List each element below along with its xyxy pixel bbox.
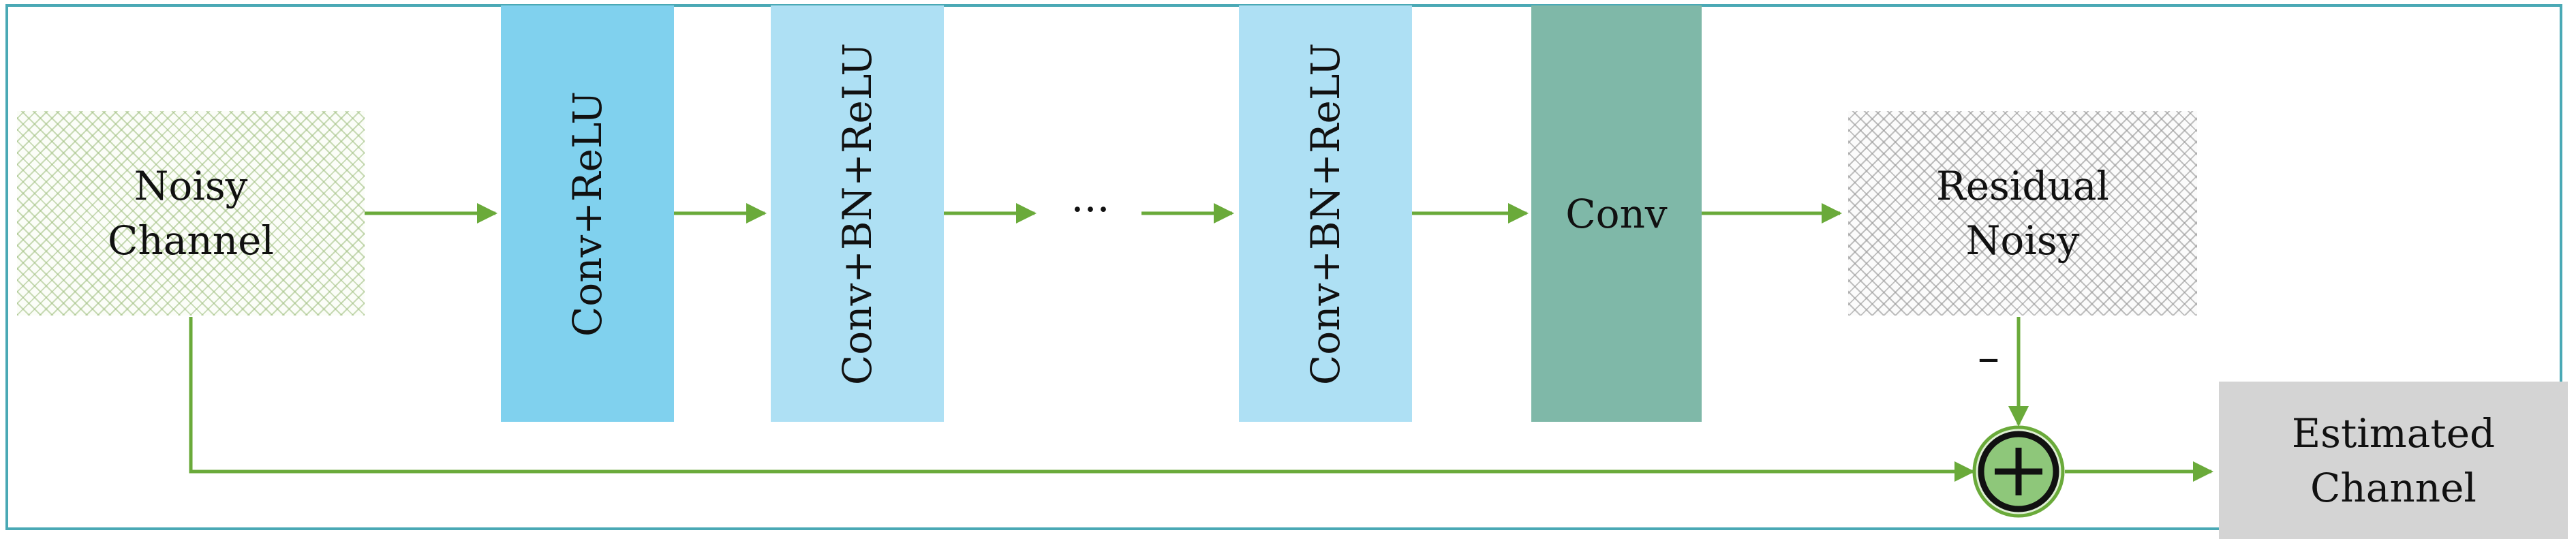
ellipsis: ··· [1071,186,1110,234]
noisy-channel-label-line1: Noisy [134,163,248,209]
residual-noisy-label-line2: Noisy [1965,217,2080,264]
conv-label: Conv [1565,190,1668,237]
conv-bn-relu-layer-2: Conv+BN+ReLU [1239,5,1412,422]
conv-relu-layer: Conv+ReLU [501,5,674,422]
estimated-channel-label-line1: Estimated [2291,410,2496,457]
estimated-channel-output: Estimated Channel [2219,382,2568,539]
noisy-channel-label-line2: Channel [108,217,274,264]
adder-icon [1972,425,2065,518]
minus-sign: – [1978,333,1999,383]
residual-noisy-box: Residual Noisy [1848,111,2197,315]
conv-bn-relu-label-2: Conv+BN+ReLU [1302,42,1349,385]
noisy-channel-input: Noisy Channel [17,111,365,315]
residual-noisy-label-line1: Residual [1936,163,2109,209]
conv-bn-relu-layer-1: Conv+BN+ReLU [771,5,944,422]
conv-bn-relu-label-1: Conv+BN+ReLU [834,42,880,385]
arrow-skip-connection [189,317,1975,482]
conv-relu-label: Conv+ReLU [564,91,611,337]
estimated-channel-label-line2: Channel [2310,464,2477,511]
conv-layer: Conv [1531,5,1702,422]
